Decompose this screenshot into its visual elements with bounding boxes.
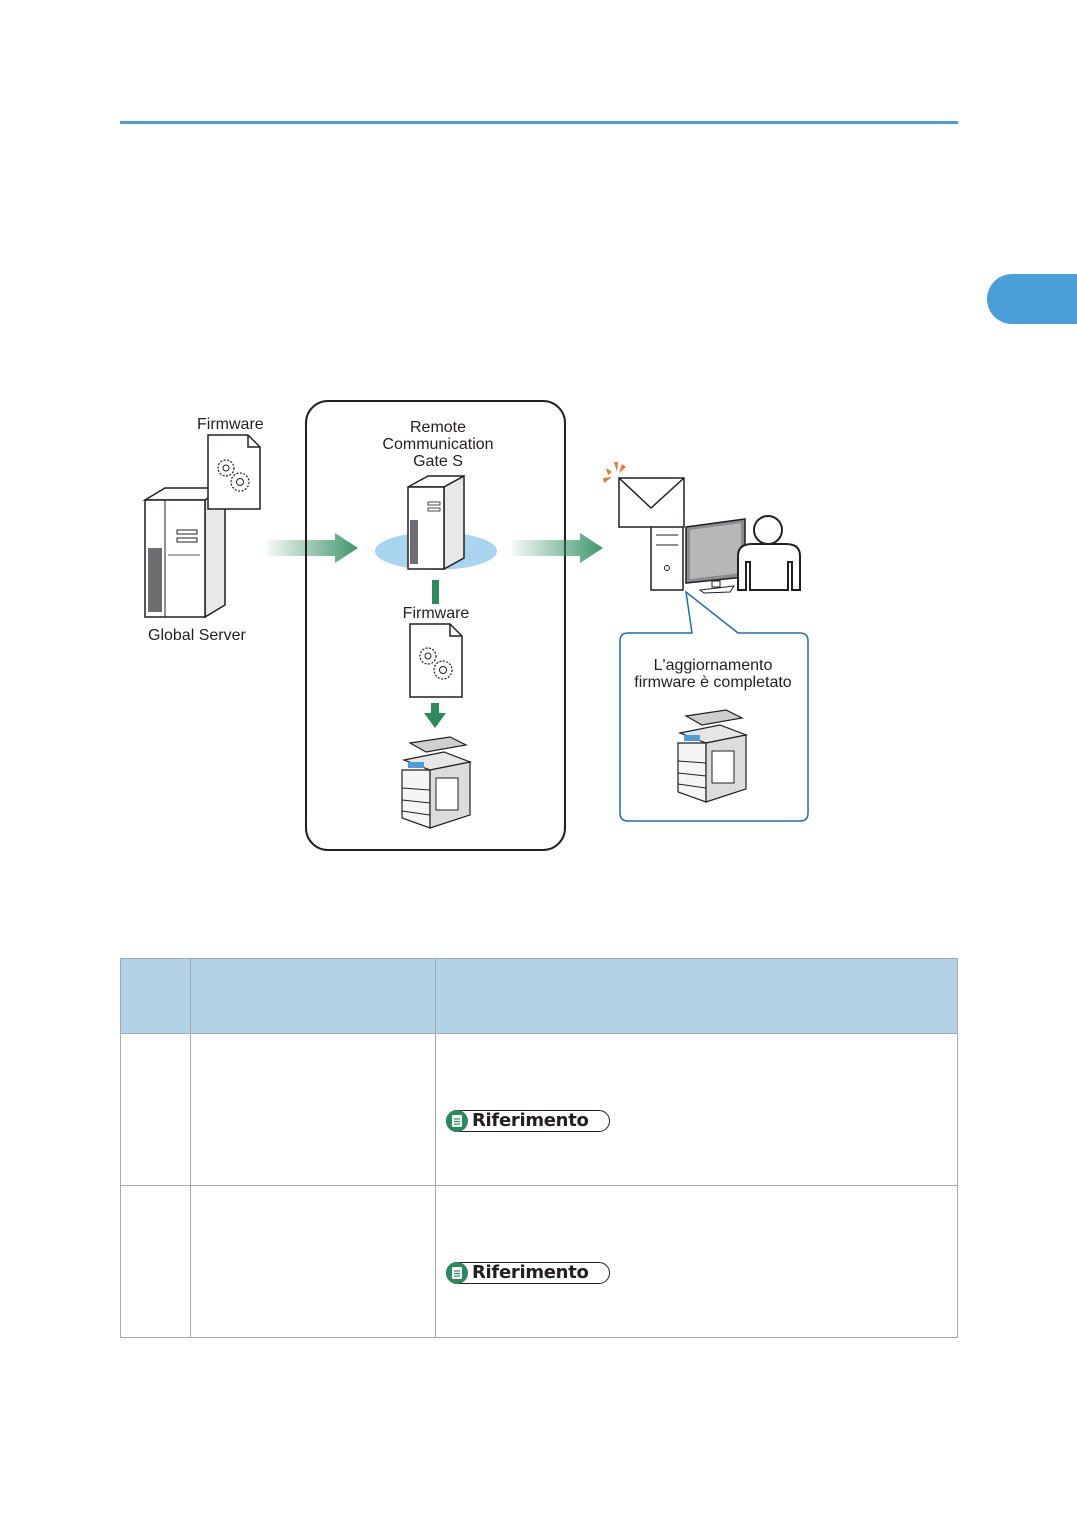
chapter-tab [987, 274, 1077, 324]
firmware-document-icon [409, 623, 463, 698]
table-cell [190, 1033, 436, 1186]
table-cell [120, 1033, 191, 1186]
table-cell [120, 1185, 191, 1338]
monitor-icon [685, 518, 746, 594]
transfer-arrow-1 [267, 533, 358, 563]
global-server-icon [142, 486, 228, 619]
rcg-title-line2: Communication [382, 436, 494, 453]
printer-icon [677, 709, 749, 803]
table-header-cell [120, 958, 191, 1034]
header-rule [120, 121, 958, 124]
table-header-row [120, 958, 958, 1034]
table-cell: Riferimento [435, 1033, 958, 1186]
table-header-cell [435, 958, 958, 1034]
email-envelope-icon [618, 477, 685, 528]
completion-callout [619, 590, 809, 822]
printer-icon [401, 736, 473, 829]
reference-label: Riferimento [472, 1110, 589, 1131]
callout-text-line2: firmware è completato [634, 674, 792, 691]
reference-icon [446, 1262, 468, 1284]
firmware-label: Firmware [197, 416, 264, 433]
reference-badge: Riferimento [446, 1262, 610, 1284]
user-icon [737, 515, 801, 591]
reference-badge: Riferimento [446, 1110, 610, 1132]
reference-label: Riferimento [472, 1262, 589, 1283]
rcg-server-icon [407, 474, 465, 571]
rcg-title-line1: Remote [409, 419, 467, 436]
table-row: Riferimento [120, 1033, 958, 1186]
down-arrow [424, 703, 446, 728]
firmware-update-diagram: Firmware Global Server Remote Communicat… [142, 400, 809, 851]
table-cell [190, 1185, 436, 1338]
transfer-arrow-2 [512, 533, 603, 563]
global-server-label: Global Server [148, 627, 246, 644]
alert-spark-icon [603, 462, 626, 483]
firmware-label: Firmware [402, 605, 470, 622]
pc-tower-icon [650, 519, 684, 591]
firmware-document-icon [207, 434, 261, 510]
table-cell: Riferimento [435, 1185, 958, 1338]
table-header-cell [190, 958, 436, 1034]
rcg-title-line3: Gate S [413, 453, 463, 470]
rcg-container [305, 400, 566, 851]
table-row: Riferimento [120, 1185, 958, 1338]
info-table: Riferimento Riferimento [120, 958, 958, 1338]
callout-text-line1: L'aggiornamento [653, 657, 773, 674]
reference-icon [446, 1110, 468, 1132]
